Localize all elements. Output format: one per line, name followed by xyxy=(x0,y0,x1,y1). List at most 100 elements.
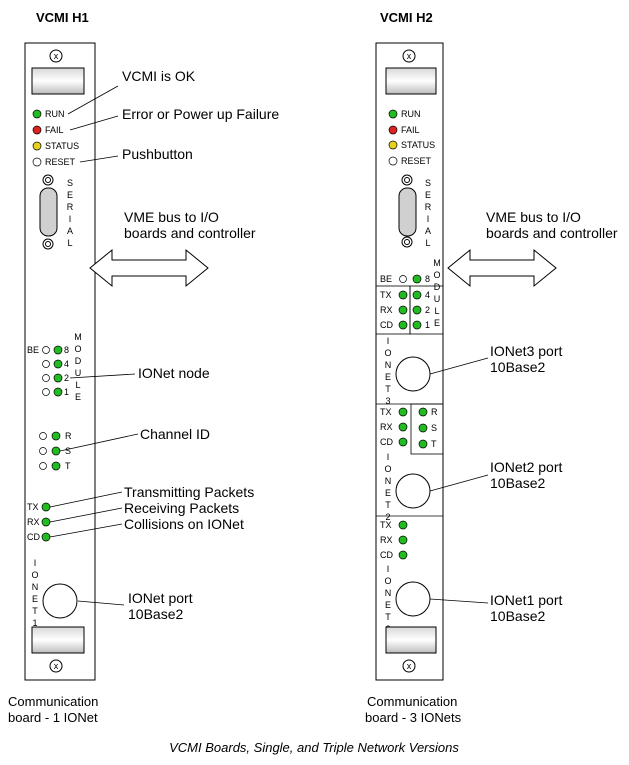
svg-text:BE: BE xyxy=(380,274,392,284)
callout-vcmi-ok: VCMI is OK xyxy=(122,68,196,84)
board1-led-status: STATUS xyxy=(32,141,79,151)
svg-text:4: 4 xyxy=(425,290,430,300)
board1-serial-label: S E R I A L xyxy=(67,178,74,248)
svg-text:L: L xyxy=(75,380,80,390)
board2-led-fail: FAIL xyxy=(388,125,420,135)
board2-ionet2-leds: TX RX CD xyxy=(380,407,408,447)
svg-text:S: S xyxy=(425,178,431,188)
svg-text:STATUS: STATUS xyxy=(401,140,435,150)
callout-vme2-line2: boards and controller xyxy=(486,225,618,241)
board1-bottom-screw: x xyxy=(49,659,63,673)
board2-caption-line1: Communication xyxy=(367,694,457,709)
svg-text:1: 1 xyxy=(64,387,69,397)
board2-bottom-screw: x xyxy=(402,659,416,673)
board1-callout-lines xyxy=(49,85,139,606)
svg-text:TX: TX xyxy=(380,407,392,417)
svg-text:E: E xyxy=(385,488,391,498)
callout-port1-line1: IONet port xyxy=(128,590,193,606)
callout-port1b-line1: IONet1 port xyxy=(490,592,562,608)
svg-text:1: 1 xyxy=(32,618,37,628)
board2-channel-box xyxy=(410,403,444,455)
callout-port1b-line2: 10Base2 xyxy=(490,608,545,624)
board2-ionet2-port[interactable] xyxy=(395,473,431,509)
board2-ionet1-port[interactable] xyxy=(395,581,431,617)
svg-text:E: E xyxy=(385,600,391,610)
svg-text:T: T xyxy=(385,384,391,394)
svg-text:T: T xyxy=(385,612,391,622)
board2-channel-leds: R S T xyxy=(418,407,438,449)
svg-text:R: R xyxy=(425,202,432,212)
board1-serial-connector xyxy=(39,174,58,250)
svg-text:E: E xyxy=(75,392,81,402)
board2-ionet1-leds: TX RX CD xyxy=(380,520,408,560)
svg-text:A: A xyxy=(67,226,73,236)
svg-text:A: A xyxy=(425,226,431,236)
callout-ionet-node: IONet node xyxy=(138,365,210,381)
svg-text:N: N xyxy=(32,582,39,592)
svg-text:CD: CD xyxy=(27,532,40,542)
svg-text:x: x xyxy=(54,661,59,671)
vme-arrow-1 xyxy=(89,248,209,288)
board1-title: VCMI H1 xyxy=(36,10,89,25)
board2-bottom-handle xyxy=(385,626,437,654)
svg-text:L: L xyxy=(434,306,439,316)
svg-text:S: S xyxy=(65,446,71,456)
board2-reset-button[interactable]: RESET xyxy=(388,156,432,166)
svg-text:M: M xyxy=(74,332,82,342)
svg-text:2: 2 xyxy=(385,512,390,522)
board1-module-label: M O D U L E xyxy=(74,332,82,402)
board1-caption-line2: board - 1 IONet xyxy=(8,710,98,725)
svg-text:I: I xyxy=(427,214,430,224)
svg-text:RUN: RUN xyxy=(45,109,65,119)
svg-text:x: x xyxy=(54,51,59,61)
svg-text:I: I xyxy=(69,214,72,224)
board1-module-leds: BE 8 4 2 1 xyxy=(27,345,69,397)
callout-tx: Transmitting Packets xyxy=(124,484,254,500)
svg-text:R: R xyxy=(65,431,72,441)
vme-arrow-2 xyxy=(447,248,557,288)
board2-ionet2-label: I O N E T 2 xyxy=(384,452,391,522)
svg-text:FAIL: FAIL xyxy=(401,125,420,135)
svg-text:O: O xyxy=(384,348,391,358)
svg-text:TX: TX xyxy=(380,520,392,530)
svg-text:x: x xyxy=(407,51,412,61)
svg-text:S: S xyxy=(67,178,73,188)
svg-text:D: D xyxy=(75,356,82,366)
board2-led-run: RUN xyxy=(388,109,421,119)
board1-port-leds: TX RX CD xyxy=(27,502,51,542)
board2-module-leds: BE 8 4 2 1 xyxy=(380,274,430,330)
svg-text:3: 3 xyxy=(385,396,390,406)
svg-text:STATUS: STATUS xyxy=(45,141,79,151)
svg-text:RX: RX xyxy=(27,517,40,527)
svg-text:S: S xyxy=(431,423,437,433)
board1-caption-line1: Communication xyxy=(8,694,98,709)
board2-ionet3-port[interactable] xyxy=(395,356,431,392)
board2-module-label: M O D U L E xyxy=(433,258,441,328)
svg-text:O: O xyxy=(433,270,440,280)
board1-reset-button[interactable]: RESET xyxy=(32,157,76,167)
svg-text:N: N xyxy=(385,588,392,598)
svg-text:E: E xyxy=(385,372,391,382)
board1-top-screw: x xyxy=(49,49,63,63)
svg-text:T: T xyxy=(32,606,38,616)
figure-caption: VCMI Boards, Single, and Triple Network … xyxy=(169,740,459,755)
svg-text:R: R xyxy=(67,202,74,212)
callout-port2-line2: 10Base2 xyxy=(490,475,545,491)
svg-text:E: E xyxy=(425,190,431,200)
board2-serial-connector xyxy=(398,174,417,248)
svg-text:RX: RX xyxy=(380,535,393,545)
svg-text:N: N xyxy=(385,476,392,486)
svg-text:2: 2 xyxy=(425,305,430,315)
board2-module-box xyxy=(409,285,444,335)
callout-rx: Receiving Packets xyxy=(124,500,239,516)
board1-ionet-port[interactable] xyxy=(42,583,78,619)
svg-text:1: 1 xyxy=(425,320,430,330)
callout-cd: Collisions on IONet xyxy=(124,516,244,532)
svg-text:RUN: RUN xyxy=(401,109,421,119)
callout-channel-id: Channel ID xyxy=(140,426,210,442)
svg-text:RESET: RESET xyxy=(401,156,432,166)
svg-text:D: D xyxy=(434,282,441,292)
callout-vme2-line1: VME bus to I/O xyxy=(486,209,581,225)
svg-text:I: I xyxy=(387,564,390,574)
